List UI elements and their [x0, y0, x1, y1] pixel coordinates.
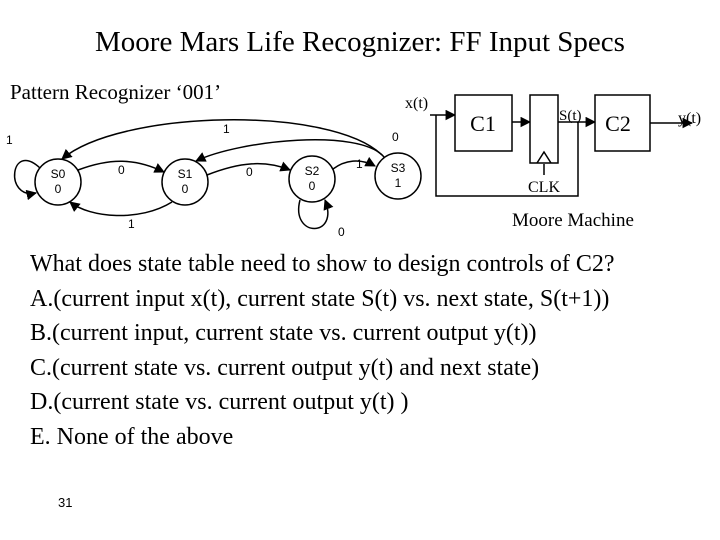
state-s2-output: 0 [309, 179, 316, 193]
state-s3-name: S3 [391, 161, 406, 175]
transition-s0-s0 [14, 159, 41, 201]
transition-s2-s2 [297, 199, 334, 230]
state-s3-output: 1 [395, 176, 402, 190]
option-c[interactable]: C.(current state vs. current output y(t)… [30, 354, 540, 381]
transition-s1-s0 [69, 201, 173, 217]
block-c1-label: C1 [470, 111, 496, 136]
state-s0: S0 0 [34, 158, 82, 206]
state-register [529, 94, 559, 164]
clock-label: CLK [528, 179, 560, 196]
transition-s3-s0 [61, 119, 383, 160]
option-a[interactable]: A.(current input x(t), current state S(t… [30, 285, 610, 312]
transition-s0-s1 [77, 160, 165, 173]
state-s2-name: S2 [305, 164, 320, 178]
state-s2: S2 0 [288, 155, 336, 203]
state-signal-label: S(t) [559, 108, 582, 124]
transition-s3-s0-label: 1 [223, 122, 230, 136]
block-c2-label: C2 [605, 111, 631, 136]
slide-title: Moore Mars Life Recognizer: FF Input Spe… [95, 26, 625, 58]
transition-s1-s0-label: 1 [128, 217, 135, 231]
transition-s2-s2-label: 0 [338, 225, 345, 239]
state-s1-output: 0 [182, 182, 189, 196]
feedback-path [435, 115, 579, 197]
transition-s3-s1-label: 0 [392, 130, 399, 144]
transition-s1-s2-label: 0 [246, 165, 253, 179]
option-d[interactable]: D.(current state vs. current output y(t)… [30, 389, 409, 415]
option-b[interactable]: B.(current input, current state vs. curr… [30, 320, 537, 346]
transition-s0-s0-label: 1 [6, 133, 13, 147]
output-label-y-t: y(t) [678, 110, 701, 127]
moore-machine-caption: Moore Machine [512, 210, 634, 231]
state-s1: S1 0 [161, 158, 209, 206]
input-label-x-t: x(t) [405, 95, 428, 112]
transition-s3-s1 [195, 139, 385, 162]
transition-s2-s3-label: 1 [356, 157, 363, 171]
transition-s1-s2 [206, 161, 291, 176]
option-e[interactable]: E. None of the above [30, 423, 234, 450]
state-diagram-and-machine: S0 0 S1 0 S2 0 S3 1 1 0 1 0 0 1 0 1 x(t)… [6, 94, 701, 239]
question-block: What does state table need to show to de… [30, 247, 615, 454]
transition-s2-s3 [332, 156, 376, 170]
transition-s0-s1-label: 0 [118, 163, 125, 177]
state-s1-name: S1 [178, 167, 193, 181]
block-c2: C2 [594, 94, 651, 152]
state-s0-name: S0 [51, 167, 66, 181]
question-text: What does state table need to show to de… [30, 251, 615, 277]
diagram-subtitle: Pattern Recognizer ‘001’ [10, 80, 222, 104]
page-number: 31 [58, 495, 73, 510]
state-s0-output: 0 [55, 182, 62, 196]
state-s3: S3 1 [374, 152, 422, 200]
block-c1: C1 [454, 94, 513, 152]
